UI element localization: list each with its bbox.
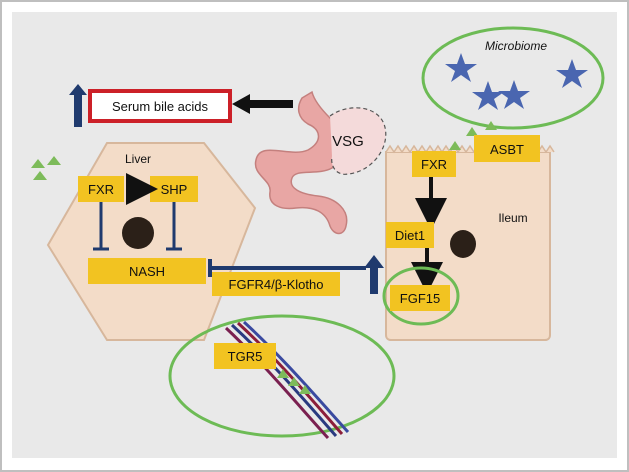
asbt-box: [474, 135, 540, 162]
fgfr4-box: [212, 272, 340, 296]
microbiome-ellipse: [421, 26, 605, 130]
shp-box: [150, 176, 198, 202]
fgfr4-label: FGFR4/β-Klotho: [229, 277, 324, 292]
green-triangles-liver: [31, 156, 61, 180]
green-triangles-ileum: [449, 121, 497, 150]
fgf15-ellipse: [382, 266, 460, 326]
fgfr4-inhibition-line: [208, 259, 366, 277]
tgr5-label: TGR5: [228, 349, 263, 364]
vsg-stomach-illustration: [254, 90, 387, 235]
fgf15-up-arrow-icon: [364, 255, 384, 294]
muscle-fibers-illustration: [224, 320, 350, 440]
nash-box: [88, 258, 206, 284]
left-arrow-icon: [232, 94, 293, 114]
microbiome-stars: [445, 53, 588, 110]
fxr-liver-box: [78, 176, 124, 202]
star-icon: [472, 81, 504, 110]
fgf15-box: [390, 285, 450, 311]
serum-bile-acids-label: Serum bile acids: [112, 99, 209, 114]
inhibition-lines-liver: [93, 202, 182, 251]
liver-nucleus: [122, 217, 154, 249]
microbiome-label: Microbiome: [485, 39, 547, 53]
diet1-box: [386, 222, 434, 248]
serum-bile-acids-box: [88, 89, 232, 123]
liver-label: Liver: [125, 152, 151, 166]
fxr-ileum-label: FXR: [421, 157, 447, 172]
ileum-nucleus: [450, 230, 476, 258]
fxr-ileum-box: [412, 151, 456, 177]
nash-label: NASH: [129, 264, 165, 279]
green-triangles-tgr5: [277, 369, 311, 394]
up-arrow-icon: [69, 84, 87, 127]
shp-label: SHP: [161, 182, 188, 197]
tgr5-box: [214, 343, 276, 369]
vsg-label: VSG: [332, 133, 364, 150]
asbt-label: ASBT: [490, 142, 524, 157]
fgf15-label: FGF15: [400, 291, 440, 306]
star-icon: [498, 80, 530, 109]
diet1-label: Diet1: [395, 228, 425, 243]
ileum-label: Ileum: [498, 211, 527, 225]
star-icon: [556, 59, 588, 88]
star-icon: [445, 53, 477, 82]
tgr5-ellipse: [168, 314, 396, 438]
fxr-liver-label: FXR: [88, 182, 114, 197]
